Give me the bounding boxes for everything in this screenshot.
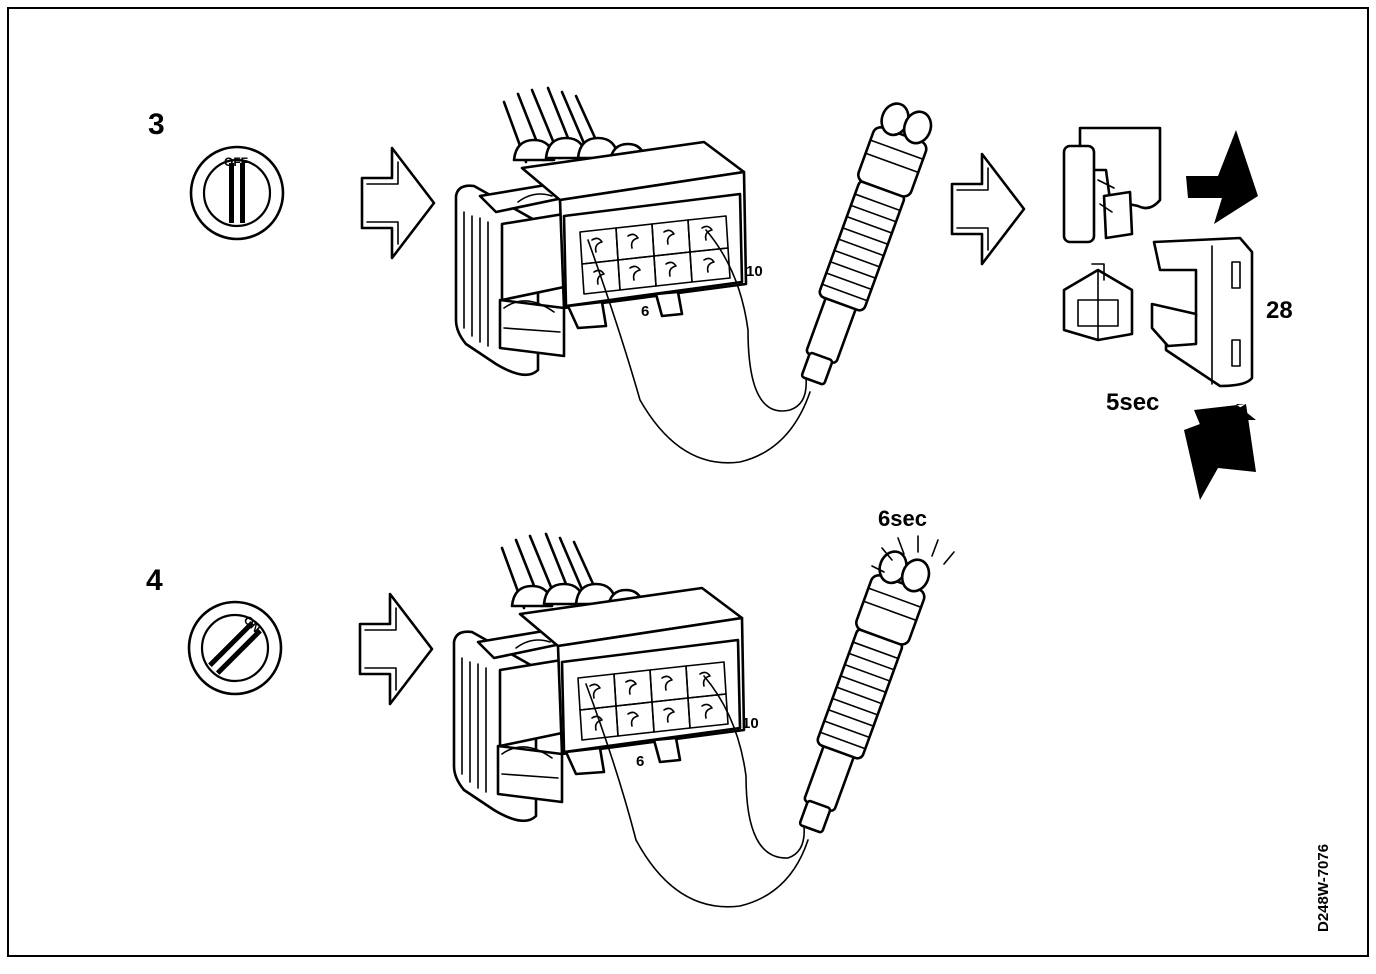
step-3-number: 3 bbox=[148, 108, 165, 141]
pin-label-10: 10 bbox=[746, 263, 763, 280]
test-lamp bbox=[784, 97, 940, 392]
ignition-key-icon bbox=[189, 145, 285, 241]
figure-border bbox=[7, 7, 1369, 957]
step-4-number: 4 bbox=[146, 564, 163, 597]
hollow-arrow-icon bbox=[360, 146, 436, 260]
solid-arrow-down-icon-body bbox=[1184, 404, 1256, 500]
test-wire-pin-6 bbox=[585, 683, 809, 908]
pin-label-10: 10 bbox=[742, 715, 759, 732]
test-wire-pin-10 bbox=[703, 675, 805, 859]
test-wire-pin-6 bbox=[587, 239, 811, 464]
connector-plug bbox=[454, 86, 748, 377]
pin-label-6: 6 bbox=[636, 753, 644, 770]
hollow-arrow-icon bbox=[950, 152, 1026, 266]
hollow-arrow-icon bbox=[358, 592, 434, 706]
ignition-key-icon bbox=[187, 600, 283, 696]
step-3: 3 OFF 6 10 bbox=[148, 86, 1293, 500]
figure-code: D248W-7076 bbox=[1315, 844, 1332, 932]
step-4: 4 ON 6 10 bbox=[146, 506, 955, 908]
lamp-glow-rays bbox=[871, 535, 955, 573]
pin-label-6: 6 bbox=[641, 303, 649, 320]
test-lamp bbox=[782, 545, 938, 840]
lamp-duration: 6sec bbox=[878, 506, 927, 531]
fuse-duration: 5sec bbox=[1106, 389, 1159, 416]
fuse-label: 28 bbox=[1266, 297, 1293, 324]
fuse-holder bbox=[1062, 126, 1254, 388]
connector-plug bbox=[452, 532, 746, 823]
switch-label-off: OFF bbox=[224, 155, 248, 169]
solid-arrow-up-icon bbox=[1186, 130, 1258, 224]
test-wire-pin-10 bbox=[705, 229, 807, 412]
